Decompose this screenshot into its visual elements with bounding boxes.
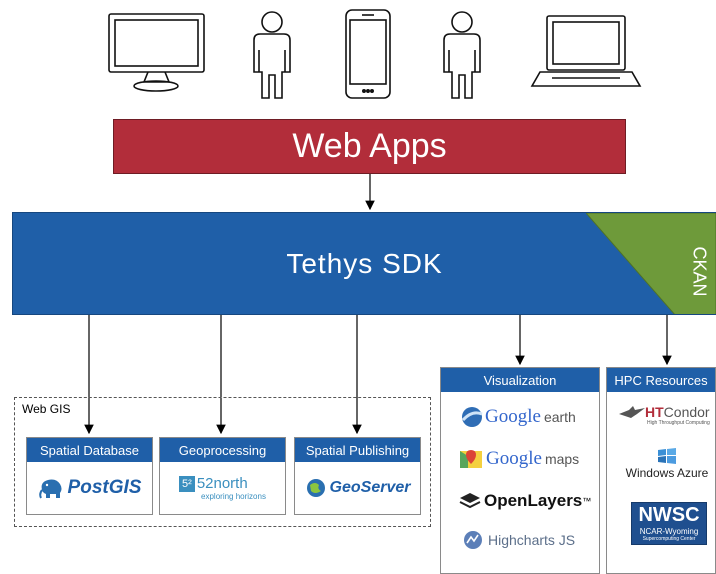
postgis-text: PostGIS — [67, 477, 142, 498]
monitor-icon — [108, 13, 205, 92]
trademark-text: ™ — [582, 496, 592, 506]
google-maps-icon — [460, 450, 482, 468]
card-title: Geoprocessing — [160, 438, 285, 462]
card-title: Spatial Database — [27, 438, 152, 462]
52north-sub: exploring horizons — [201, 492, 266, 501]
52north-text: 52north — [196, 475, 248, 492]
geoserver-icon — [306, 479, 325, 497]
nwsc-logo: NWSC NCAR-Wyoming Supercomputing Center — [631, 502, 707, 545]
openlayers-logo: OpenLayers ™ — [459, 490, 591, 512]
openlayers-text: OpenLayers — [484, 491, 583, 510]
nwsc-sub: NCAR-Wyoming — [639, 527, 699, 536]
web-gis-group — [14, 397, 431, 527]
google-maps-logo: Google maps — [459, 448, 579, 470]
hpc-resources-panel: HPC Resources HT Condor High Throughput … — [606, 367, 716, 574]
sdk-label: Tethys SDK — [286, 247, 443, 279]
elephant-icon — [38, 479, 62, 499]
geoserver-text: GeoServer — [329, 479, 411, 496]
openlayers-icon — [459, 493, 481, 509]
highcharts-icon — [464, 531, 482, 549]
52north-logo: 5² 52north exploring horizons — [160, 462, 285, 514]
panel-title: Visualization — [441, 368, 599, 392]
windows-azure-text: Windows Azure — [625, 466, 709, 480]
person-icon — [253, 11, 291, 99]
spatial-database-card: Spatial Database PostGIS — [26, 437, 153, 515]
web-gis-title: Web GIS — [22, 402, 71, 416]
laptop-icon — [530, 15, 642, 87]
earth-text: earth — [543, 409, 576, 425]
visualization-panel: Visualization Google earth Google maps O… — [440, 367, 600, 574]
htcondor-sub: High Throughput Computing — [647, 420, 710, 426]
ckan-corner — [586, 213, 716, 314]
google-earth-logo: Google earth — [461, 406, 576, 428]
google-earth-icon — [461, 407, 483, 427]
postgis-logo: PostGIS — [27, 462, 152, 514]
google-text: Google — [485, 406, 541, 427]
card-title: Spatial Publishing — [295, 438, 420, 462]
devices-row — [108, 9, 642, 99]
highcharts-text: Highcharts JS — [488, 532, 576, 548]
nwsc-text: NWSC — [638, 504, 700, 526]
spatial-publishing-card: Spatial Publishing GeoServer — [294, 437, 421, 515]
htcondor-logo: HT Condor High Throughput Computing — [619, 404, 715, 426]
52north-mark-icon: 5² — [179, 475, 195, 492]
geoserver-logo: GeoServer — [295, 462, 420, 514]
htcondor-bird-icon — [619, 406, 645, 418]
geoprocessing-card: Geoprocessing 5² 52north exploring horiz… — [159, 437, 286, 515]
nwsc-sub2: Supercomputing Center — [642, 536, 696, 542]
smartphone-icon — [345, 9, 391, 99]
condor-text: Condor — [663, 404, 710, 420]
google-text: Google — [486, 448, 542, 469]
web-apps-label: Web Apps — [292, 127, 447, 165]
person-icon — [443, 11, 481, 99]
windows-azure-logo: Windows Azure — [621, 446, 713, 480]
ht-text: HT — [645, 404, 664, 420]
web-apps-layer: Web Apps — [113, 119, 626, 174]
windows-flag-icon — [658, 448, 676, 464]
tethys-sdk-layer: Tethys SDK CKAN — [12, 212, 716, 315]
maps-text: maps — [544, 451, 580, 467]
ckan-label: CKAN — [689, 246, 710, 297]
panel-title: HPC Resources — [607, 368, 715, 392]
highcharts-logo: Highcharts JS — [463, 530, 575, 550]
